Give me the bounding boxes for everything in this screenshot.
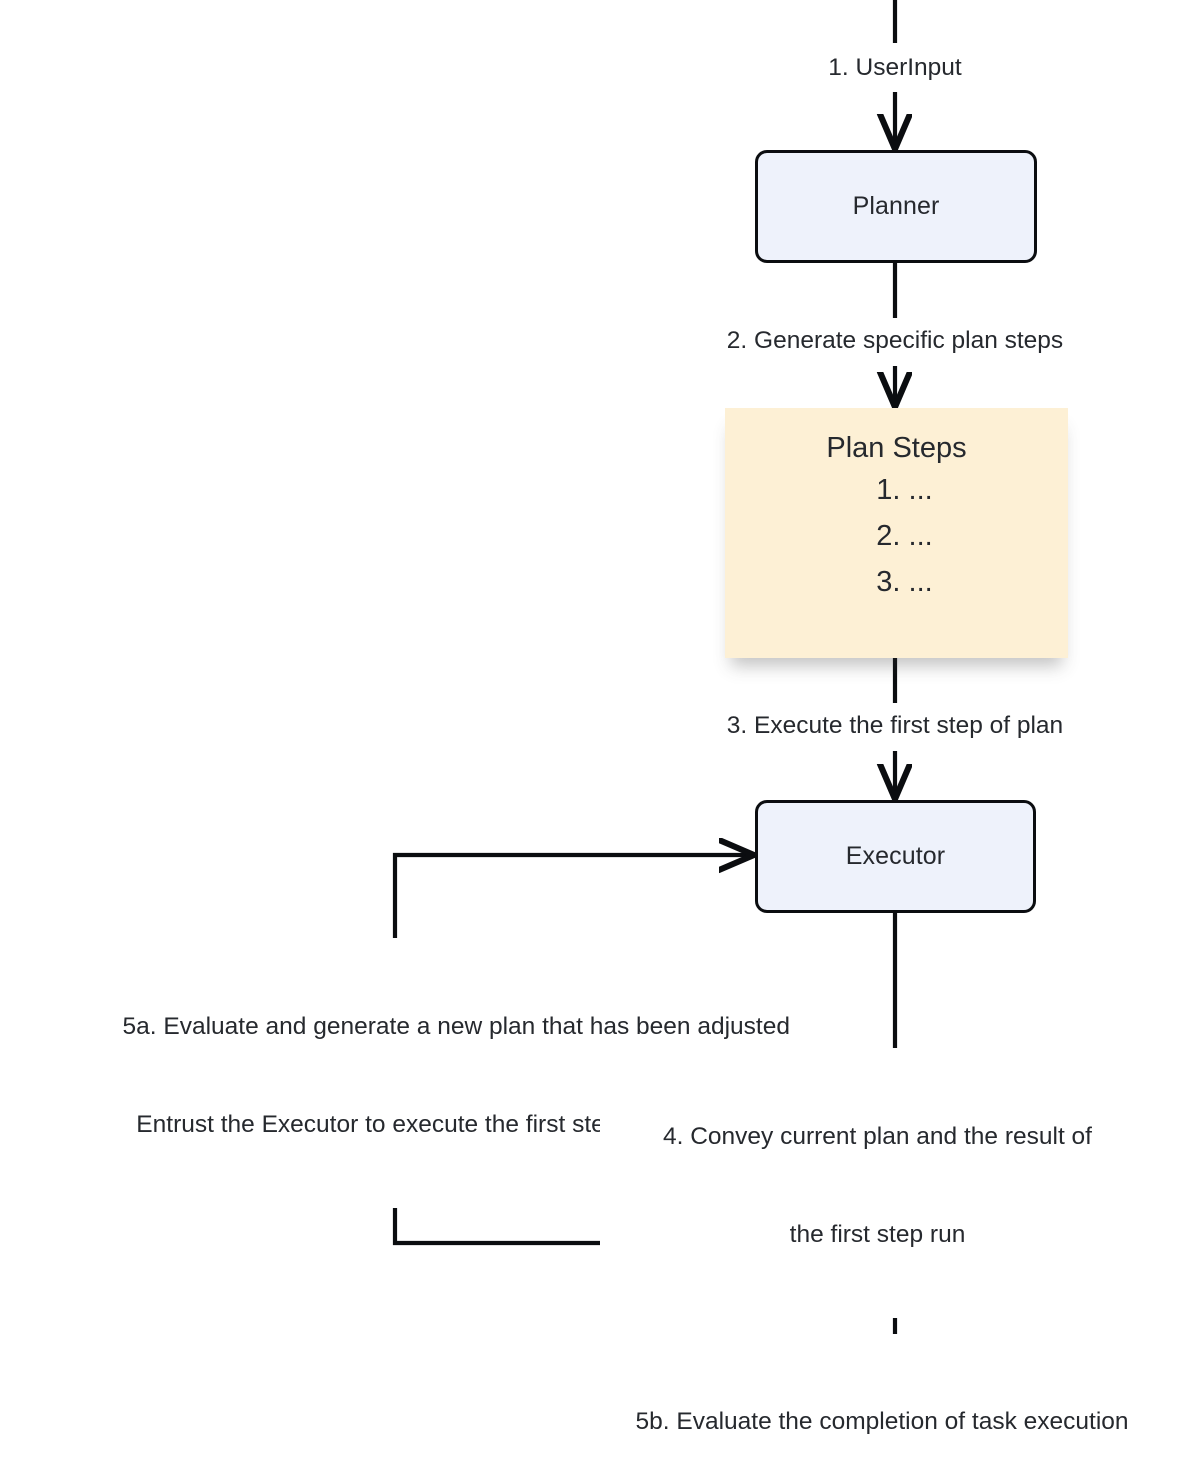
node-executor[interactable]: Executor — [755, 800, 1036, 913]
edge-label-finish: 5b. Evaluate the completion of task exec… — [572, 1340, 1192, 1480]
edge-label-convey-result-line2: the first step run — [789, 1221, 966, 1249]
edge-label-user-input: 1. UserInput — [735, 52, 1055, 85]
node-executor-label: Executor — [845, 842, 946, 870]
plan-steps-title: Plan Steps — [826, 432, 967, 464]
node-planner[interactable]: Planner — [755, 150, 1037, 263]
edge-label-replan-loop-line1: 5a. Evaluate and generate a new plan tha… — [122, 1012, 790, 1040]
edge-label-generate-plan: 2. Generate specific plan steps — [640, 325, 1150, 358]
node-planner-label: Planner — [852, 192, 940, 220]
plan-steps-item: 2. ... — [876, 520, 933, 553]
edge-label-convey-result-line1: 4. Convey current plan and the result of — [662, 1122, 1092, 1150]
plan-steps-item: 1. ... — [876, 474, 933, 507]
plan-steps-list: 1. ... 2. ... 3. ... — [876, 468, 932, 605]
edge-replan-loop-upper — [392, 855, 749, 938]
node-plan-steps[interactable]: Plan Steps 1. ... 2. ... 3. ... — [725, 408, 1068, 658]
edge-label-execute-first-step: 3. Execute the first step of plan — [645, 710, 1145, 743]
edge-label-finish-line1: 5b. Evaluate the completion of task exec… — [635, 1407, 1129, 1435]
plan-steps-item: 3. ... — [876, 565, 933, 598]
edge-label-convey-result: 4. Convey current plan and the result of… — [600, 1055, 1155, 1318]
